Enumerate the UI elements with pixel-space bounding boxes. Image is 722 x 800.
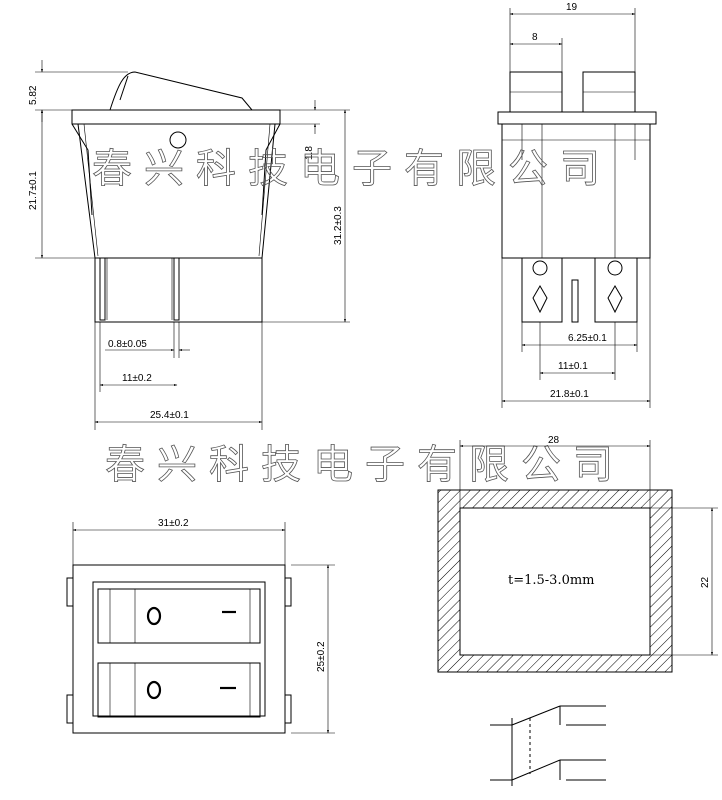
top-rocker-upper bbox=[97, 588, 261, 644]
dim-front-body-width: 21.8±0.1 bbox=[550, 389, 589, 400]
dim-body-height: 21.7±0.1 bbox=[28, 171, 39, 210]
dim-top-width: 31±0.2 bbox=[158, 518, 189, 529]
dim-top-height: 25±0.2 bbox=[316, 641, 327, 672]
panel-cutout: t=1.5-3.0mm 28 22 bbox=[437, 435, 718, 673]
quick-connect-right bbox=[594, 258, 638, 323]
watermark-middle: 春兴科技电子有限公司 bbox=[105, 442, 625, 488]
front-flange bbox=[497, 111, 657, 125]
dim-terminal-pitch: 11±0.2 bbox=[122, 373, 152, 384]
bezel-flange bbox=[71, 109, 281, 125]
indicator-hole bbox=[169, 131, 187, 149]
off-symbol-lower bbox=[146, 680, 162, 700]
top-view: 31±0.2 25±0.2 bbox=[66, 518, 335, 734]
dim-cutout-width: 28 bbox=[548, 435, 560, 446]
dim-front-terminal-pitch: 11±0.1 bbox=[558, 361, 588, 372]
top-rocker-lower bbox=[97, 662, 261, 718]
side-view: 5.82 21.7±0.1 31.2±0.3 1.8 0.8±0.05 11±0… bbox=[28, 60, 350, 430]
top-frame bbox=[72, 564, 286, 734]
dim-terminal-width: 6.25±0.1 bbox=[568, 333, 607, 344]
front-view: 19 8 6.25±0.1 11±0.1 21.8±0.1 bbox=[497, 2, 657, 408]
dim-terminal-thickness: 0.8±0.05 bbox=[108, 339, 147, 350]
dim-flange-thickness: 1.8 bbox=[304, 146, 315, 160]
terminal-right bbox=[173, 257, 180, 321]
dim-body-width: 25.4±0.1 bbox=[150, 410, 189, 421]
dim-overall-width: 19 bbox=[566, 2, 578, 13]
rocker-actuator bbox=[109, 71, 253, 111]
quick-connect-left bbox=[521, 258, 563, 323]
front-body bbox=[501, 123, 651, 259]
circuit-symbol bbox=[490, 705, 606, 786]
off-symbol-upper bbox=[146, 606, 162, 626]
thickness-note: t=1.5-3.0mm bbox=[508, 573, 595, 588]
dim-top-height: 5.82 bbox=[28, 85, 39, 105]
watermark-top: 春兴科技电子有限公司 bbox=[92, 146, 612, 192]
terminal-left bbox=[99, 257, 106, 321]
dim-total-height: 31.2±0.3 bbox=[333, 206, 344, 245]
dim-rocker-width: 8 bbox=[532, 32, 538, 43]
dim-cutout-height: 22 bbox=[700, 576, 711, 588]
